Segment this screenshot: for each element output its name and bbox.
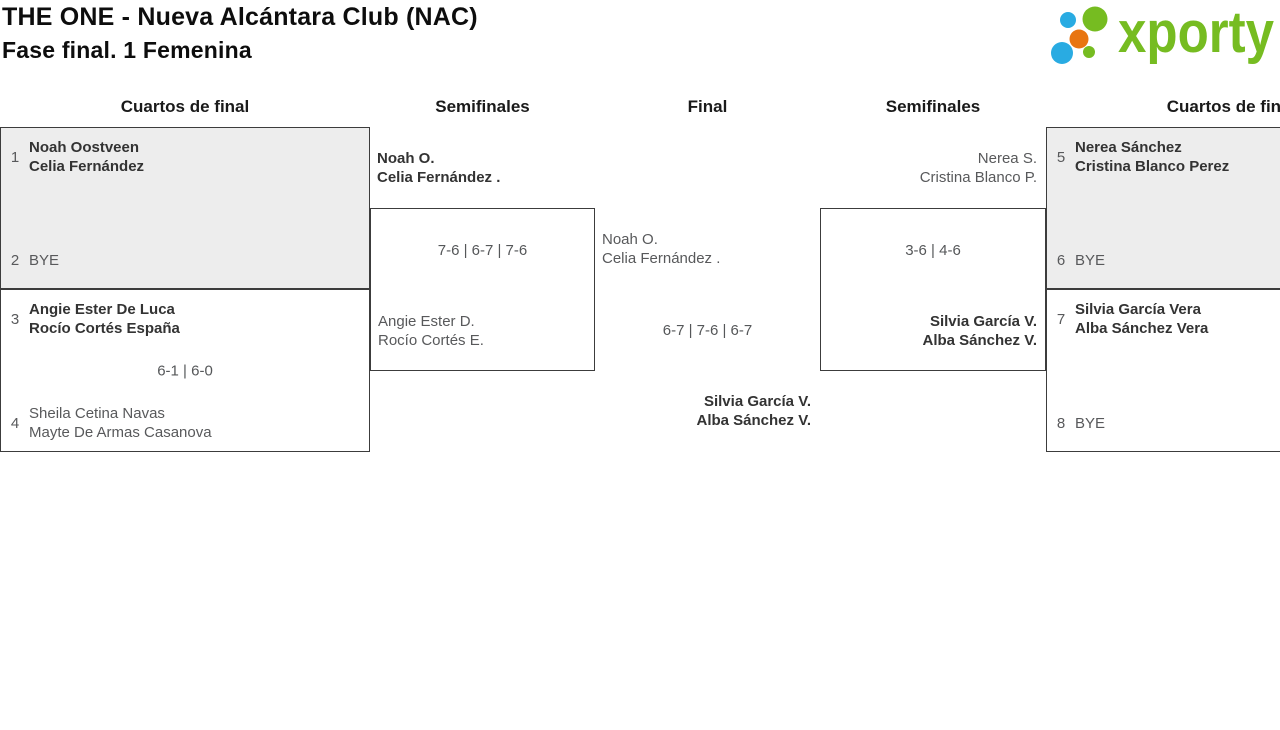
team-names: BYE <box>29 251 59 270</box>
seed-number: 6 <box>1056 251 1066 269</box>
match-box-qf-7-8: 7 Silvia García Vera Alba Sánchez Vera 8… <box>1046 289 1280 452</box>
player-name: Nerea Sánchez <box>1075 139 1182 156</box>
seed-number: 3 <box>10 310 20 328</box>
logo-dot-green-small <box>1083 46 1095 58</box>
player-name: Celia Fernández . <box>377 169 501 186</box>
team-row: 5 Nerea Sánchez Cristina Blanco Perez <box>1054 135 1280 179</box>
player-name: Rocío Cortés E. <box>378 332 484 349</box>
bye-label: BYE <box>1075 414 1106 432</box>
player-name: Noah Oostveen <box>29 139 140 156</box>
round-header-quarterfinals-right: Cuartos de final <box>1166 97 1280 116</box>
team-names: Angie Ester De Luca Rocío Cortés España <box>29 300 180 338</box>
xporty-logo[interactable]: xporty <box>1050 0 1276 67</box>
final-score: 6-7 | 7-6 | 6-7 <box>662 322 753 339</box>
seed-number: 1 <box>10 148 20 166</box>
round-header-quarterfinals-left: Cuartos de final <box>120 97 250 116</box>
sf-right-winner-label: Silvia García V. Alba Sánchez V. <box>828 312 1038 350</box>
phase-subtitle: Fase final. 1 Femenina <box>2 37 252 63</box>
logo-dot-green-large <box>1082 6 1108 32</box>
match-box-sf-left: 7-6 | 6-7 | 7-6 Angie Ester D. Rocío Cor… <box>370 208 595 371</box>
team-names: BYE <box>1075 414 1105 433</box>
player-name: Celia Fernández <box>29 158 145 175</box>
match-score: 7-6 | 6-7 | 7-6 <box>437 242 528 259</box>
player-name: Sheila Cetina Navas <box>29 405 165 422</box>
seed-number: 2 <box>10 251 20 269</box>
seed-number: 5 <box>1056 148 1066 166</box>
seed-number: 4 <box>10 414 20 432</box>
player-name: Silvia García V. <box>703 393 811 410</box>
player-name: Noah O. <box>377 150 435 167</box>
team-names: Nerea Sánchez Cristina Blanco Perez <box>1075 138 1229 176</box>
player-name: Nerea S. <box>977 150 1037 167</box>
logo-dot-blue-large <box>1051 42 1073 64</box>
match-box-qf-1-2: 1 Noah Oostveen Celia Fernández 2 BYE <box>0 127 370 289</box>
player-name: Celia Fernández . <box>602 250 721 267</box>
player-name: Alba Sánchez Vera <box>1075 320 1209 337</box>
player-name: Angie Ester De Luca <box>29 301 175 318</box>
player-name: Cristina Blanco P. <box>919 169 1037 186</box>
team-row: 2 BYE <box>8 238 362 282</box>
team-row: 4 Sheila Cetina Navas Mayte De Armas Cas… <box>8 401 362 445</box>
player-name: Noah O. <box>602 231 658 248</box>
round-header-final: Final <box>687 97 728 116</box>
sf-left-winner-label: Noah O. Celia Fernández . <box>377 149 500 187</box>
team-names: Noah Oostveen Celia Fernández <box>29 138 144 176</box>
player-name: Alba Sánchez V. <box>696 412 812 429</box>
round-header-semifinals-right: Semifinales <box>885 97 981 116</box>
tournament-title: THE ONE - Nueva Alcántara Club (NAC) <box>2 3 478 31</box>
match-box-sf-right: 3-6 | 4-6 Silvia García V. Alba Sánchez … <box>820 208 1046 371</box>
bye-label: BYE <box>29 251 60 269</box>
sf-right-loser-label: Nerea S. Cristina Blanco P. <box>920 149 1037 187</box>
match-box-qf-5-6: 5 Nerea Sánchez Cristina Blanco Perez 6 … <box>1046 127 1280 289</box>
round-header-semifinals-left: Semifinales <box>435 97 530 116</box>
xporty-logo-text: xporty <box>1118 0 1274 65</box>
seed-number: 8 <box>1056 414 1066 432</box>
team-row: 3 Angie Ester De Luca Rocío Cortés Españ… <box>8 297 362 341</box>
match-score: 6-1 | 6-0 <box>157 362 213 379</box>
team-row: 7 Silvia García Vera Alba Sánchez Vera <box>1054 297 1280 341</box>
logo-dot-orange <box>1069 29 1089 49</box>
player-name: Cristina Blanco Perez <box>1075 158 1230 175</box>
match-score: 3-6 | 4-6 <box>905 242 961 259</box>
team-names: Sheila Cetina Navas Mayte De Armas Casan… <box>29 404 212 442</box>
player-name: Rocío Cortés España <box>29 320 180 337</box>
team-names: BYE <box>1075 251 1105 270</box>
sf-left-loser-label: Angie Ester D. Rocío Cortés E. <box>378 312 484 350</box>
bye-label: BYE <box>1075 251 1106 269</box>
player-name: Alba Sánchez V. <box>922 332 1038 349</box>
player-name: Silvia García V. <box>929 313 1037 330</box>
seed-number: 7 <box>1056 310 1066 328</box>
team-names: Silvia García Vera Alba Sánchez Vera <box>1075 300 1208 338</box>
team-row: 8 BYE <box>1054 401 1280 445</box>
final-winner-label: Silvia García V. Alba Sánchez V. <box>697 392 812 430</box>
player-name: Mayte De Armas Casanova <box>29 424 212 441</box>
player-name: Angie Ester D. <box>378 313 475 330</box>
team-row: 6 BYE <box>1054 238 1280 282</box>
player-name: Silvia García Vera <box>1075 301 1201 318</box>
logo-dot-blue-small <box>1060 12 1076 28</box>
match-box-qf-3-4: 3 Angie Ester De Luca Rocío Cortés Españ… <box>0 289 370 452</box>
final-team-top-label: Noah O. Celia Fernández . <box>602 230 720 268</box>
team-row: 1 Noah Oostveen Celia Fernández <box>8 135 362 179</box>
